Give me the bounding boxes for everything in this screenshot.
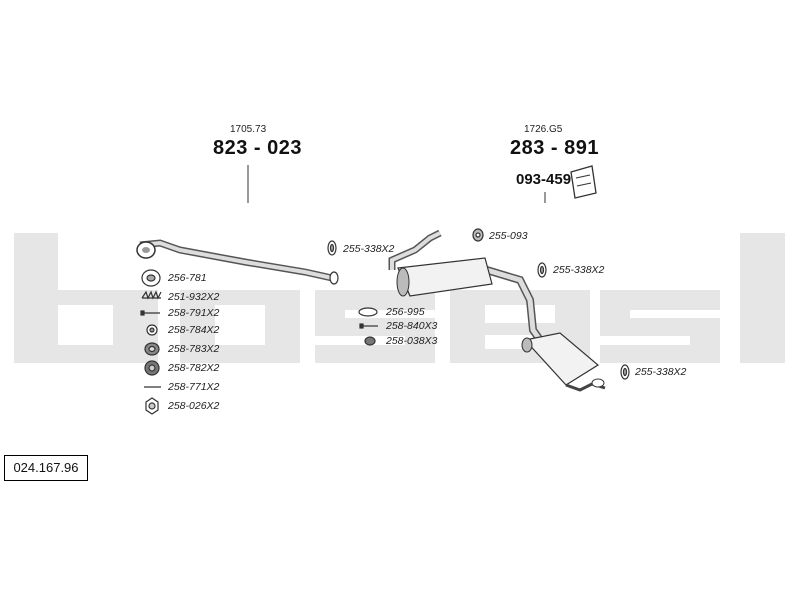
- front-pipe-part-number: 823 - 023: [213, 137, 303, 159]
- front-pipe-drawing: [136, 239, 339, 285]
- fitting-code: 256-995: [386, 306, 425, 318]
- rear-silencer-part-number: 283 - 891: [510, 137, 600, 159]
- mounting-kit-part-number: 093-459: [516, 171, 572, 188]
- hanger-code: 255-093: [489, 230, 528, 242]
- front-pipe-ref: 1705.73: [230, 124, 267, 135]
- clamp-code: 255-338X2: [343, 243, 395, 255]
- fittings-mid-icons: [358, 307, 378, 346]
- gasket-ring-icon: [141, 269, 161, 287]
- catalog-number-box: 024.167.96: [4, 455, 88, 481]
- middle-rear-pipe-drawing: [388, 229, 606, 392]
- fittings-left-icons: [140, 269, 162, 415]
- rear-silencer-ref: 1726.G5: [524, 124, 563, 135]
- fitting-code: 258-771X2: [168, 381, 220, 393]
- fitting-code: 258-038X3: [386, 335, 438, 347]
- clamp-icon: [620, 364, 630, 380]
- fitting-code: 258-840X3: [386, 320, 438, 332]
- brand-watermark: [14, 233, 785, 363]
- fitting-code: 258-026X2: [168, 400, 220, 412]
- bolt-icon: [359, 323, 378, 329]
- spring-icon: [141, 290, 162, 300]
- washer-icon: [146, 324, 158, 336]
- fitting-code: 251-932X2: [168, 291, 220, 303]
- nut-icon: [145, 397, 159, 415]
- clamp-icon: [537, 262, 547, 278]
- mounting-bracket-icon: [570, 165, 597, 199]
- clamp-icon: [327, 240, 337, 256]
- fitting-code: 258-791X2: [168, 307, 220, 319]
- nut-icon: [364, 336, 376, 346]
- clamps-icons: [327, 228, 630, 380]
- clamp-code: 255-338X2: [553, 264, 605, 276]
- fitting-code: 258-782X2: [168, 362, 220, 374]
- bolt-icon: [140, 310, 160, 316]
- rubber-mount-icon: [144, 360, 160, 376]
- fitting-code: 258-784X2: [168, 324, 220, 336]
- clamp-code: 255-338X2: [635, 366, 687, 378]
- hanger-icon: [472, 228, 484, 242]
- rubber-mount-icon: [144, 342, 160, 356]
- gasket-ring-icon: [358, 307, 378, 317]
- fitting-code: 256-781: [168, 272, 207, 284]
- fitting-code: 258-783X2: [168, 343, 220, 355]
